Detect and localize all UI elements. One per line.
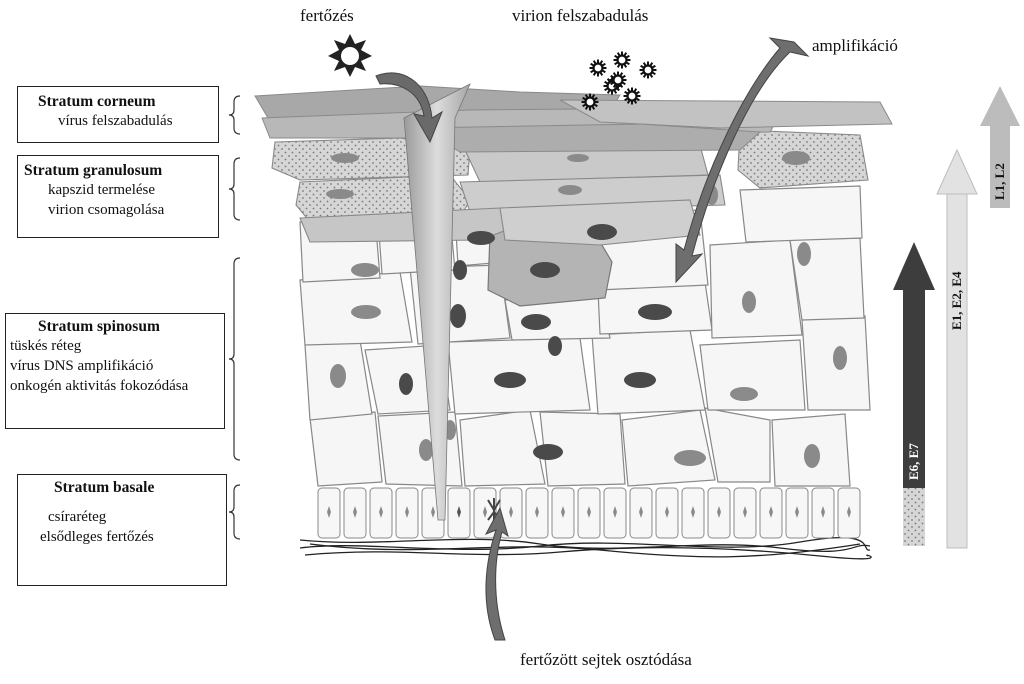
e6-e7-shaft [903,288,925,488]
basement-membrane [299,536,872,560]
nucleus [530,262,560,278]
nucleus [797,242,811,266]
basal-nucleus [353,506,357,518]
nucleus [494,372,526,388]
basal-nucleus [639,506,643,518]
nucleus [674,450,706,466]
layer-title: Stratum basale [54,479,155,496]
nucleus [399,373,413,395]
layer-box-granulosum: Stratum granulosum kapszid termelése vir… [17,155,219,238]
e6-e7-head [893,242,935,290]
layer-title: Stratum spinosum [38,318,160,335]
basal-nucleus [613,506,617,518]
basal-nucleus [561,506,565,518]
nucleus [638,304,672,320]
nucleus [782,151,810,165]
nucleus [351,263,379,277]
nucleus [548,336,562,356]
nucleus [450,304,466,328]
l1-l2-head [980,86,1020,126]
amplification-arrow [675,37,810,284]
virion-icon [589,59,607,77]
gene-arrow-e1-e2-e4 [936,148,978,549]
nucleus [624,372,656,388]
virion-release-label: virion felszabadulás [512,6,649,25]
basal-nucleus [535,506,539,518]
layer-line: onkogén aktivitás fokozódása [10,378,189,394]
stratum-basale-cells [317,487,861,539]
layer-box-basale: Stratum basale csíraréteg elsődleges fer… [17,474,227,586]
nucleus [567,154,589,162]
layer-line: vírus felszabadulás [58,113,173,129]
virion-icon [609,71,627,89]
nucleus [533,444,563,460]
layer-braces [228,95,241,540]
nucleus [804,444,820,468]
l1-l2-shaft [990,124,1010,208]
basal-nucleus [587,506,591,518]
nucleus [330,364,346,388]
division-arrow [484,506,509,641]
layer-line: kapszid termelése [48,182,156,198]
nucleus [521,314,551,330]
virion-icon [623,87,641,105]
virion-icon [613,51,631,69]
virion-icon [581,93,599,111]
basal-nucleus [665,506,669,518]
basal-nucleus [327,506,331,518]
basal-nucleus [769,506,773,518]
basal-nucleus [847,506,851,518]
nucleus [351,305,381,319]
layer-line: vírus DNS amplifikáció [10,358,154,374]
released-virions [581,51,657,111]
layer-box-spinosum: Stratum spinosum tüskés réteg vírus DNS … [5,313,225,429]
layer-line: tüskés réteg [10,338,82,354]
nucleus [587,224,617,240]
nucleus [558,185,582,195]
basal-nucleus [743,506,747,518]
infection-label: fertőzés [300,6,354,25]
nucleus [730,387,758,401]
gene-arrow-l1-l2 [980,86,1020,208]
nucleus [453,260,467,280]
e1-e2-e4-label: E1, E2, E4 [949,271,964,330]
nucleus [331,153,359,163]
basal-nucleus [483,506,487,518]
basal-nucleus [821,506,825,518]
infecting-virion-icon [328,34,372,77]
gene-arrow-e6-e7 [893,242,935,546]
amplification-label: amplifikáció [812,36,898,55]
infection-arrow [375,72,444,144]
e1-e2-e4-head [936,148,978,195]
basal-nucleus [379,506,383,518]
layer-line: elsődleges fertőzés [40,529,154,545]
virion-icon [639,61,657,79]
nucleus [326,189,354,199]
layer-title: Stratum granulosum [24,162,163,179]
layer-title: Stratum corneum [38,93,156,110]
nucleus [742,291,756,313]
basal-nucleus [717,506,721,518]
l1-l2-label: L1, L2 [992,163,1007,200]
layer-box-corneum: Stratum corneum vírus felszabadulás [17,86,219,143]
nucleus [833,346,847,370]
basal-nucleus [457,506,461,518]
basal-nucleus [509,506,513,518]
e6-e7-label: E6, E7 [906,443,921,480]
infection-needle [403,83,471,521]
e1-e2-e4-shaft [946,191,968,549]
e6-e7-dotted-tail [903,488,925,546]
basal-nucleus [431,506,435,518]
cell-division-label: fertőzött sejtek osztódása [520,650,692,669]
layer-line: virion csomagolása [48,202,165,218]
basal-nucleus [405,506,409,518]
basal-nucleus [795,506,799,518]
nucleus [419,439,433,461]
layer-line: csíraréteg [48,509,107,525]
nucleus [467,231,495,245]
basal-nucleus [691,506,695,518]
